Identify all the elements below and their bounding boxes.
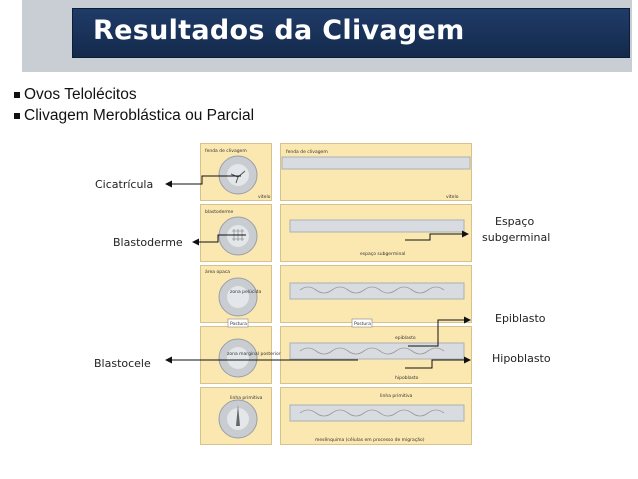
bullet-text: Ovos Telolécitos: [24, 86, 137, 103]
fig-text-espaco: espaço subgerminal: [360, 251, 405, 257]
fig-text-postura: Postura: [230, 321, 247, 327]
bullet-item: Ovos Telolécitos: [14, 84, 254, 105]
label-cicatricula: Cicatrícula: [95, 178, 154, 191]
label-espaco: Espaço: [495, 215, 535, 228]
square-bullet-icon: [14, 112, 20, 119]
fig-text-area-opaca: área opaca: [205, 268, 230, 275]
label-blastoderme: Blastoderme: [113, 236, 183, 249]
label-hipoblasto: Hipoblasto: [492, 352, 551, 365]
cleavage-figure: fenda de clivagem fenda de clivagem vite…: [200, 143, 472, 446]
fig-text-hipoblasto: hipoblasto: [395, 375, 419, 381]
fig-text-vitelo: vitelo: [258, 194, 271, 200]
fig-text-blastoderme: blastoderme: [205, 209, 234, 215]
fig-text-fenda-2: fenda de clivagem: [286, 149, 328, 155]
fig-text-vitelo-2: vitelo: [446, 194, 459, 200]
fig-text-postura-2: Postura: [354, 321, 371, 327]
label-subgerminal: subgerminal: [482, 231, 551, 244]
fig-text-fenda: fenda de clivagem: [205, 148, 247, 154]
fig-text-zona-marginal: zona marginal posterior: [227, 351, 281, 357]
fig-text-mesenquima: mesênquima (células em processo de migra…: [315, 436, 425, 443]
slide-title: Resultados da Clivagem: [93, 15, 465, 46]
fig-text-linha: linha primitiva: [230, 395, 263, 401]
label-epiblasto: Epiblasto: [495, 312, 546, 325]
figure-panel-right-1: [280, 143, 472, 201]
square-bullet-icon: [14, 91, 20, 98]
title-bar: Resultados da Clivagem: [72, 8, 630, 58]
fig-text-zona-pelucida: zona pelúcida: [230, 288, 261, 295]
fig-text-epiblasto: epiblasto: [395, 335, 416, 341]
bullet-item: Clivagem Meroblástica ou Parcial: [14, 105, 254, 126]
figure-panel-right-2: [280, 204, 472, 262]
figure-drawing: fenda de clivagem fenda de clivagem vite…: [205, 148, 471, 443]
bullet-text: Clivagem Meroblástica ou Parcial: [24, 107, 255, 124]
title-band: Resultados da Clivagem: [22, 0, 632, 72]
fig-text-linha-2: linha primitiva: [380, 393, 413, 399]
label-blastocele: Blastocele: [94, 357, 151, 370]
bullet-list: Ovos Telolécitos Clivagem Meroblástica o…: [14, 84, 254, 126]
